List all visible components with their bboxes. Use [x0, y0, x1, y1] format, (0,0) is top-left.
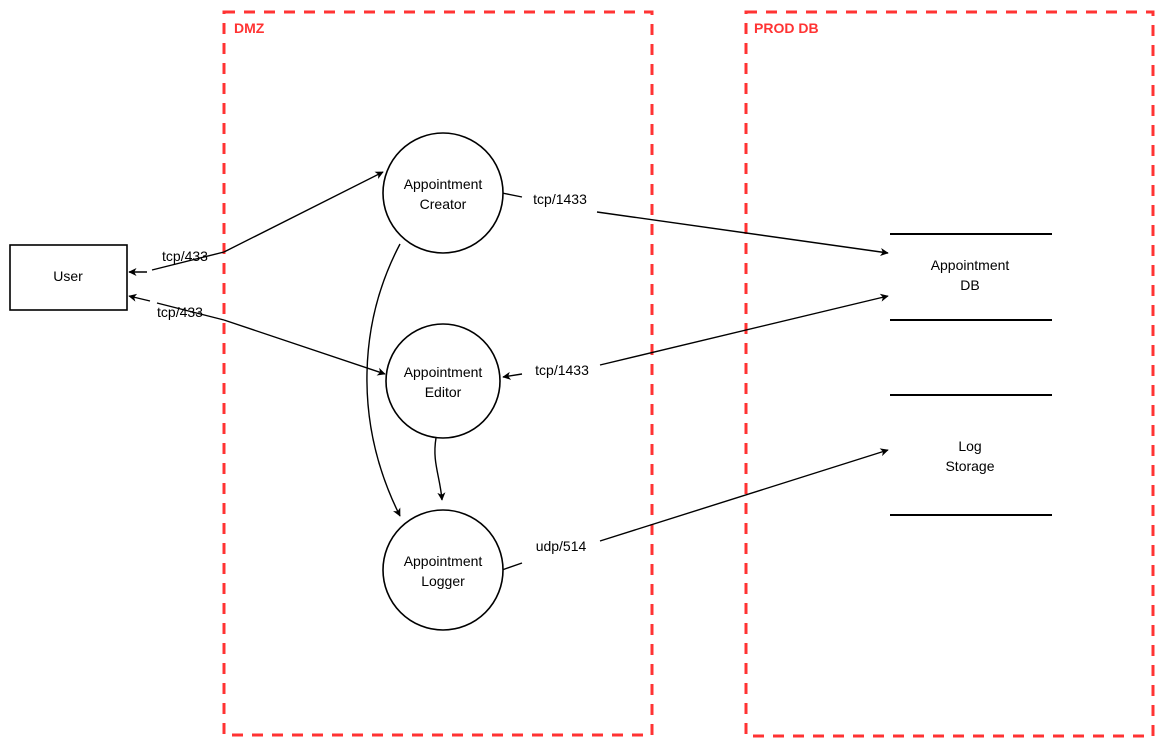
node-appointment-editor[interactable]: Appointment Editor — [385, 323, 501, 439]
node-log-storage[interactable]: Log Storage — [890, 394, 1052, 516]
node-appointment-logger-shape — [382, 509, 504, 631]
node-appointment-db-label-line2: DB — [960, 277, 979, 293]
node-appointment-creator-label-line2: Creator — [420, 196, 467, 212]
edge-logger-logstorage[interactable]: udp/514 — [501, 448, 889, 571]
zone-dmz: DMZ — [222, 10, 654, 737]
edge-user-creator-label: tcp/433 — [162, 248, 208, 264]
node-appointment-editor-label-line2: Editor — [425, 384, 462, 400]
zone-dmz-border — [222, 10, 654, 737]
edge-creator-logger-path — [366, 243, 401, 517]
edge-editor-logger-path — [434, 437, 446, 501]
edge-creator-logger[interactable] — [366, 243, 401, 517]
edge-user-editor[interactable]: tcp/433 — [128, 293, 386, 376]
zone-dmz-label: DMZ — [234, 20, 265, 36]
edge-user-creator-seg-a — [151, 251, 225, 271]
edge-user-creator[interactable]: tcp/433 — [128, 171, 384, 277]
edge-logger-logstorage-seg-a — [501, 562, 523, 571]
edge-user-editor-seg-a — [156, 302, 225, 321]
node-appointment-db-label-line1: Appointment — [931, 257, 1010, 273]
node-log-storage-label-line1: Log — [958, 438, 981, 454]
node-appointment-logger-label-line2: Logger — [421, 573, 465, 589]
edge-editor-logger[interactable] — [434, 437, 446, 501]
node-user[interactable]: User — [9, 244, 128, 311]
node-user-label: User — [53, 268, 83, 284]
edge-editor-db-seg-b — [599, 293, 889, 366]
edge-editor-db-arrow-left — [502, 371, 523, 380]
node-appointment-editor-shape — [385, 323, 501, 439]
node-log-storage-label-line2: Storage — [945, 458, 994, 474]
edge-logger-logstorage-seg-b — [599, 448, 889, 542]
node-appointment-creator-shape — [382, 132, 504, 254]
zone-prod-db: PROD DB — [744, 10, 1155, 738]
zone-prod-db-border — [744, 10, 1155, 738]
node-appointment-editor-label-line1: Appointment — [404, 364, 483, 380]
edge-user-creator-seg-b — [223, 171, 384, 253]
edge-user-editor-arrow-left — [128, 293, 151, 302]
edge-user-editor-seg-b — [223, 319, 386, 376]
edge-creator-db-label: tcp/1433 — [533, 191, 587, 207]
node-appointment-creator-label-line1: Appointment — [404, 176, 483, 192]
node-appointment-logger-label-line1: Appointment — [404, 553, 483, 569]
node-appointment-db[interactable]: Appointment DB — [890, 233, 1052, 321]
edge-editor-db[interactable]: tcp/1433 — [502, 293, 889, 380]
edge-user-editor-label: tcp/433 — [157, 304, 203, 320]
edge-creator-db-seg-a — [501, 192, 523, 198]
node-appointment-creator[interactable]: Appointment Creator — [382, 132, 504, 254]
edge-creator-db-seg-b — [596, 211, 889, 256]
edge-editor-db-label: tcp/1433 — [535, 362, 589, 378]
edge-logger-logstorage-label: udp/514 — [536, 538, 587, 554]
node-appointment-logger[interactable]: Appointment Logger — [382, 509, 504, 631]
node-user-shape — [9, 244, 128, 311]
edge-creator-db[interactable]: tcp/1433 — [501, 191, 889, 256]
zone-prod-db-label: PROD DB — [754, 20, 819, 36]
